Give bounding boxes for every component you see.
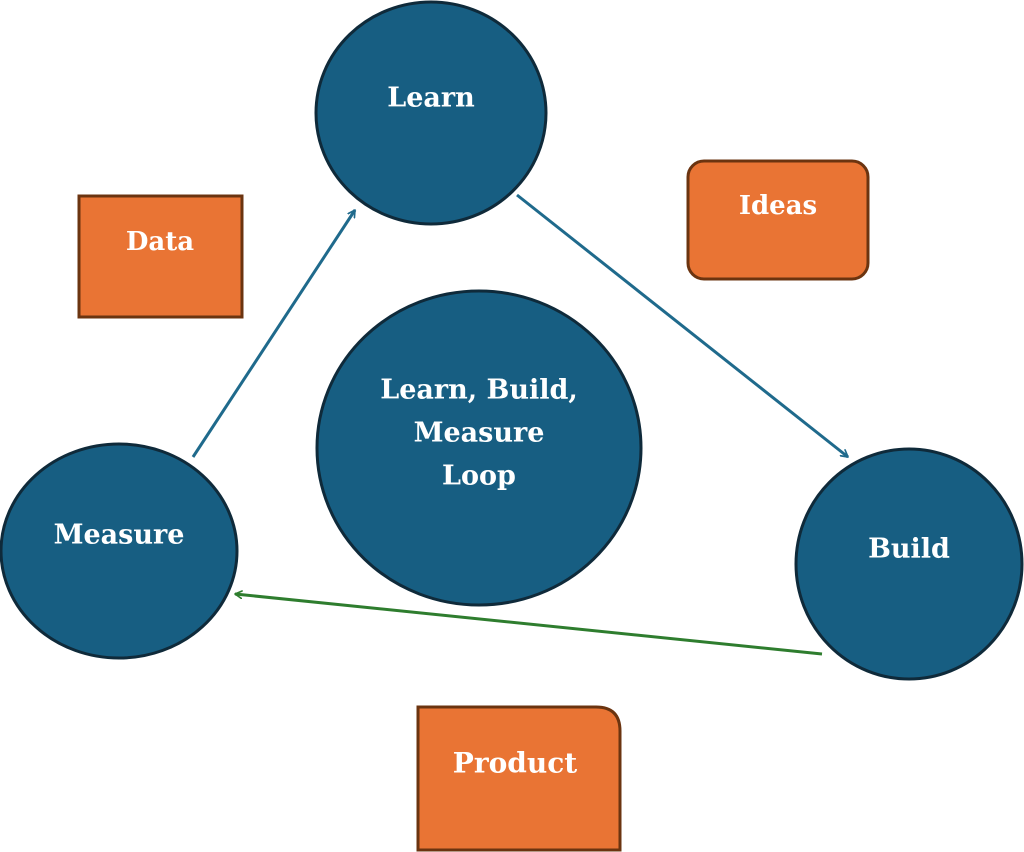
data-label: Data xyxy=(126,227,194,257)
measure-label: Measure xyxy=(54,520,185,551)
product-box: Product xyxy=(416,705,622,852)
learn-node: Learn xyxy=(314,0,548,226)
data-box: Data xyxy=(77,194,244,319)
center-loop-node: Learn, Build, Measure Loop xyxy=(315,289,643,607)
arrow-learn-to-build xyxy=(516,193,849,459)
measure-node: Measure xyxy=(0,442,239,660)
arrow-measure-to-learn xyxy=(191,210,357,458)
ideas-box: Ideas xyxy=(686,159,870,281)
center-loop-line-3: Loop xyxy=(442,461,516,492)
arrow-build-to-measure xyxy=(235,594,823,656)
learn-label: Learn xyxy=(387,83,475,114)
product-label: Product xyxy=(453,747,577,780)
ideas-label: Ideas xyxy=(739,191,817,221)
build-node: Build xyxy=(794,447,1024,681)
center-loop-line-1: Learn, Build, xyxy=(380,375,578,406)
build-label: Build xyxy=(868,534,950,565)
center-loop-line-2: Measure xyxy=(414,418,545,449)
